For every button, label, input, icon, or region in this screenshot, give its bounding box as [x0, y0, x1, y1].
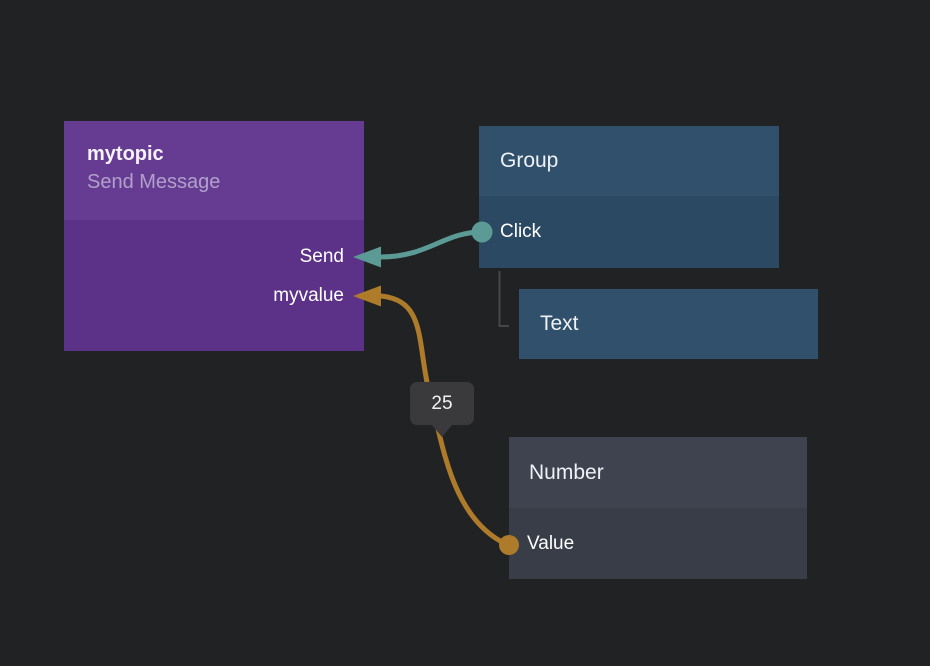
output-port-click[interactable]: Click	[479, 196, 779, 268]
node-group[interactable]: Group Click	[479, 126, 779, 268]
node-title: Number	[509, 437, 807, 508]
node-mytopic[interactable]: mytopic Send Message Send myvalue	[64, 121, 364, 351]
input-port-myvalue[interactable]: myvalue	[273, 285, 344, 306]
wire-click-to-send[interactable]	[378, 229, 485, 260]
node-text[interactable]: Text	[519, 289, 818, 359]
node-title: Group	[479, 126, 779, 196]
node-mytopic-body: Send myvalue	[64, 220, 364, 351]
node-number[interactable]: Number Value	[509, 437, 807, 579]
badge-pointer-icon	[431, 424, 453, 437]
group-child-connector	[498, 271, 509, 327]
wire-value-badge: 25	[410, 382, 474, 437]
node-mytopic-header: mytopic Send Message	[64, 121, 364, 220]
node-subtitle: Send Message	[87, 171, 221, 193]
wire-value-label: 25	[431, 393, 453, 414]
node-title: mytopic	[87, 143, 164, 165]
input-port-send[interactable]: Send	[299, 246, 344, 267]
output-port-value[interactable]: Value	[509, 508, 807, 579]
